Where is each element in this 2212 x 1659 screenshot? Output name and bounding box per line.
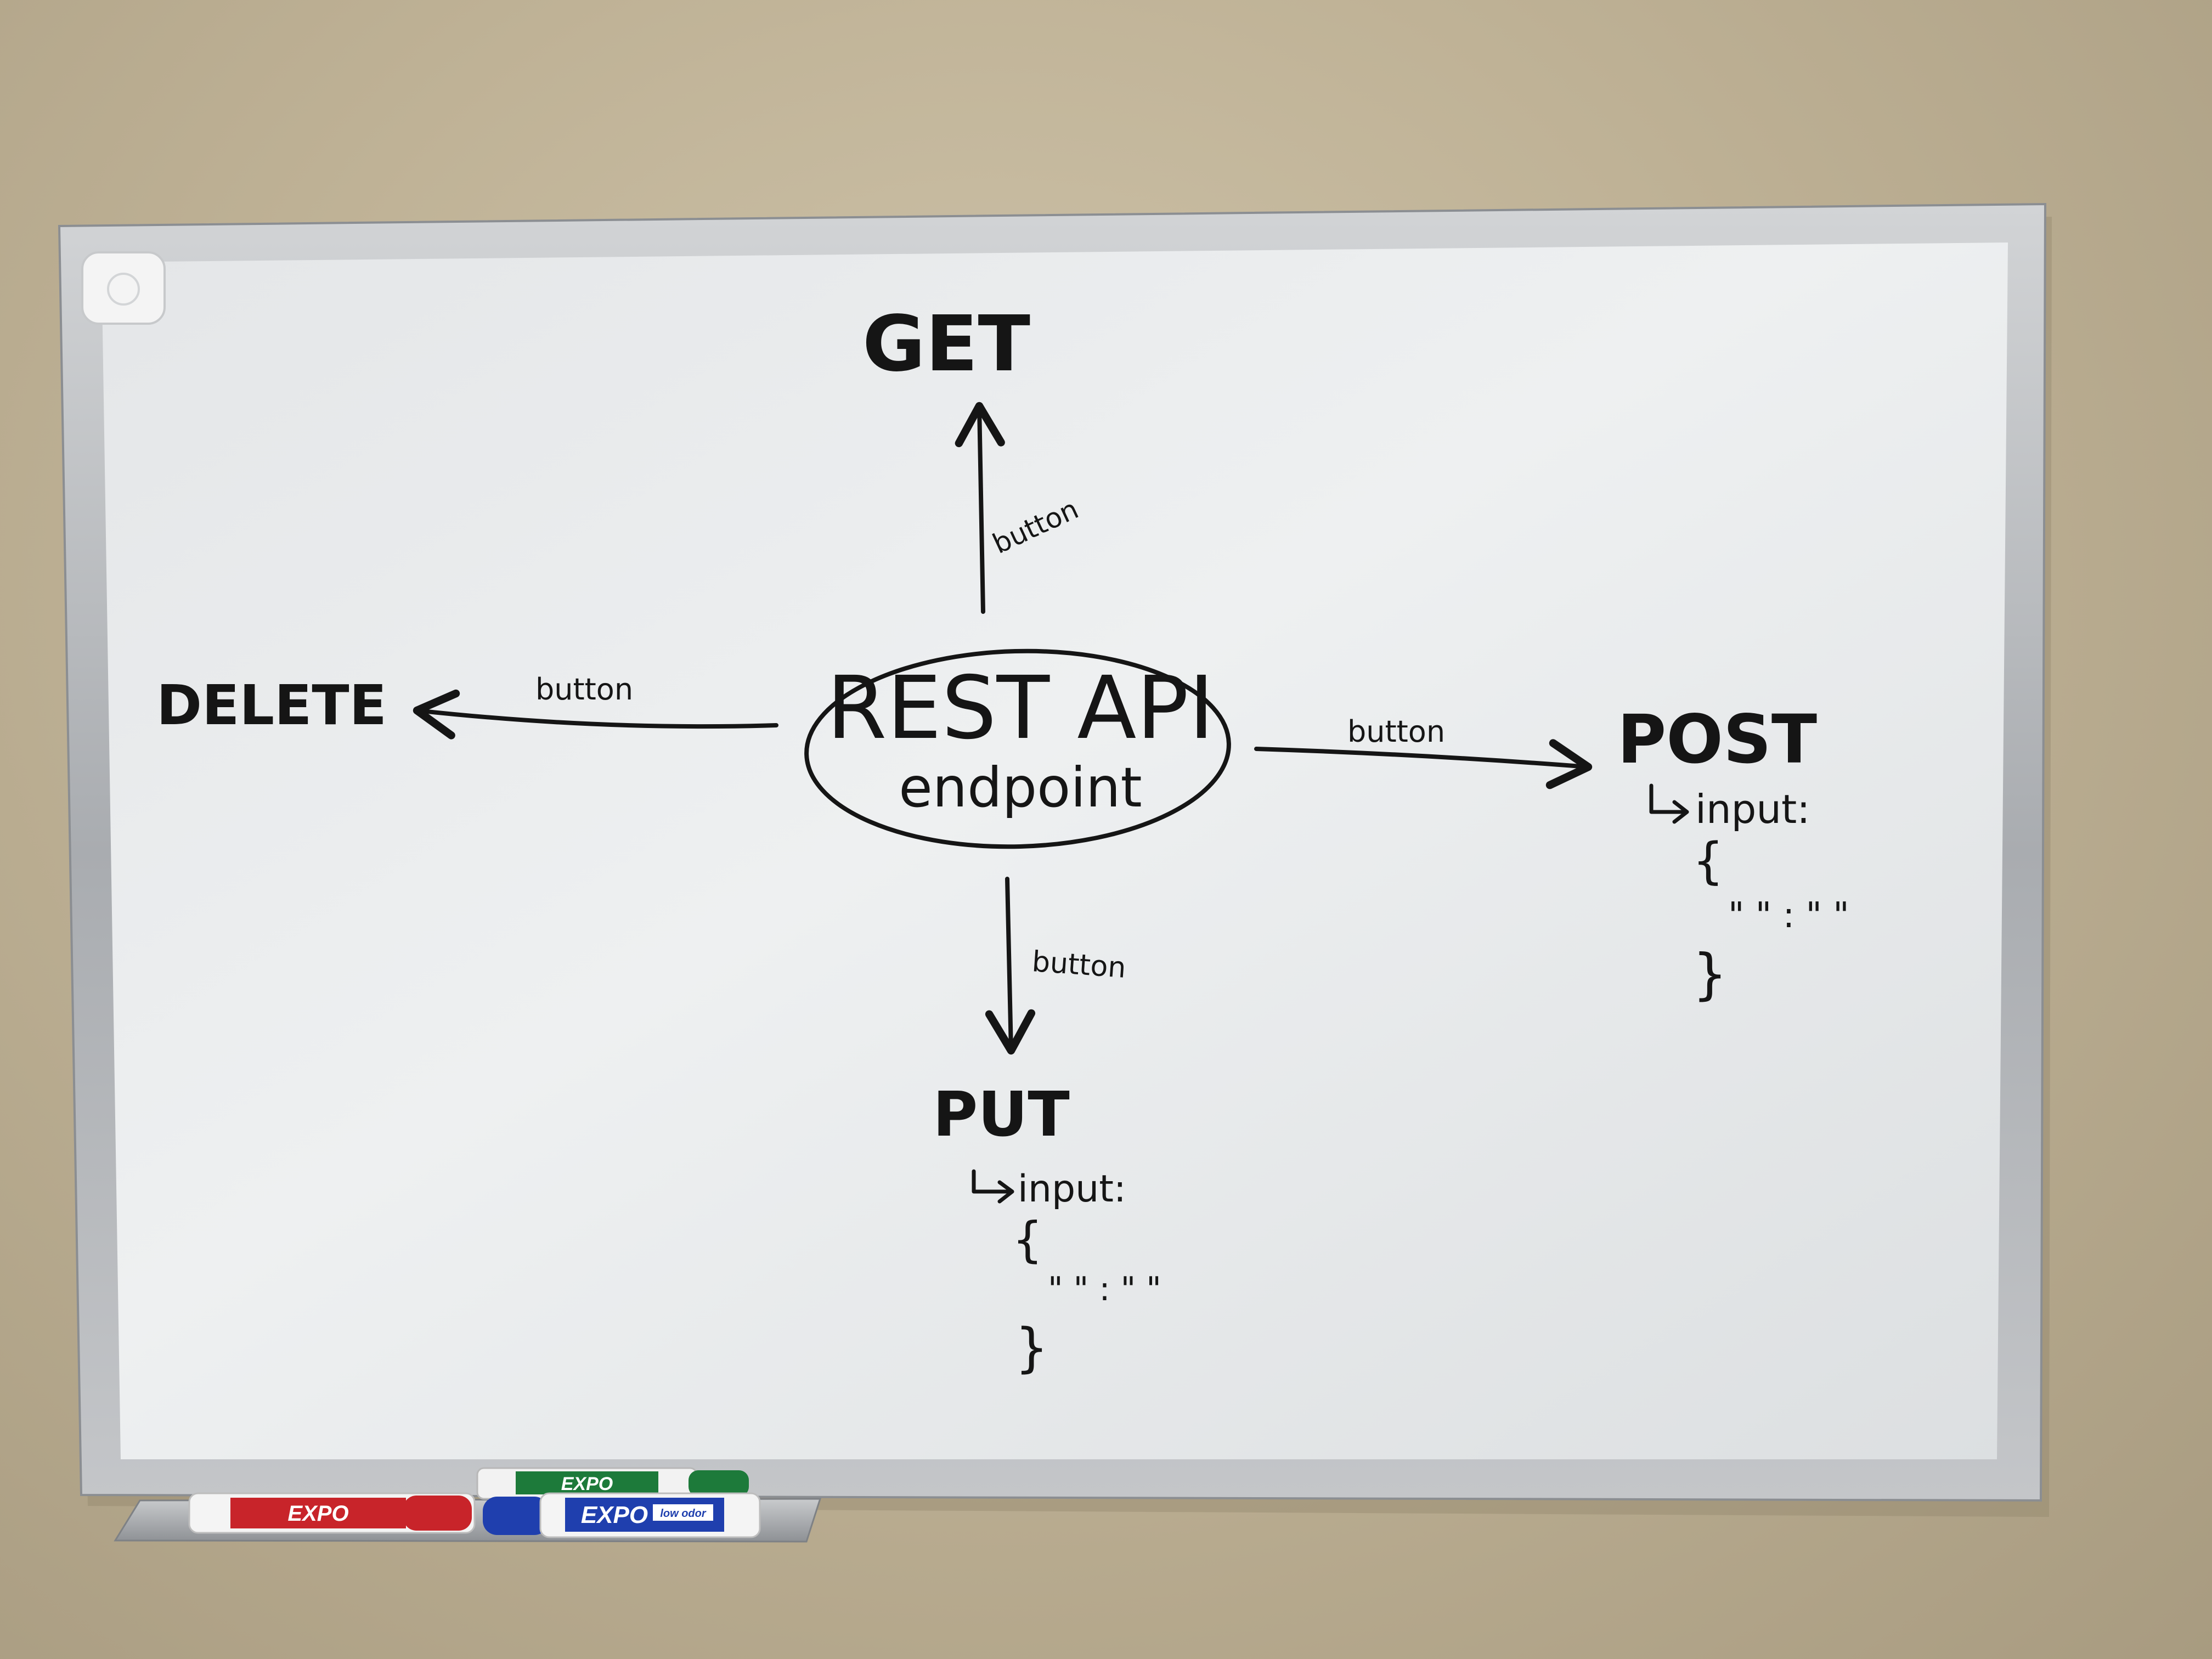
- marker-green-brand: EXPO: [561, 1474, 613, 1494]
- delete-method-label: DELETE: [156, 673, 387, 737]
- center-node-subtitle: endpoint: [899, 755, 1142, 820]
- put-edge-label: button: [1031, 945, 1127, 985]
- post-input-hook-icon: [1649, 783, 1689, 824]
- marker-blue-tagline-box: [653, 1504, 713, 1521]
- put-input-hook-icon: [972, 1169, 1014, 1204]
- marker-blue-cap: [483, 1497, 549, 1535]
- marker-blue-tagline: low odor: [660, 1508, 707, 1520]
- post-body-text: " " : " ": [1728, 895, 1849, 936]
- corner-bumper: [81, 251, 166, 325]
- corner-bumper-logo-icon: [107, 273, 140, 306]
- marker-blue[interactable]: EXPO low odor: [483, 1492, 761, 1538]
- marker-red-cap: [403, 1496, 472, 1531]
- put-brace-close: }: [1015, 1317, 1048, 1379]
- put-branch: button PUT input: { " " : " " }: [933, 877, 1161, 1379]
- center-node-title: REST API: [827, 658, 1215, 759]
- marker-green-cap: [689, 1470, 749, 1497]
- marker-blue-brand: EXPO: [581, 1502, 648, 1528]
- post-arrow: [1254, 739, 1593, 789]
- delete-edge-label: button: [535, 672, 633, 707]
- put-method-label: PUT: [933, 1079, 1069, 1150]
- get-method-label: GET: [862, 300, 1030, 389]
- marker-red[interactable]: EXPO: [188, 1492, 476, 1534]
- marker-green[interactable]: EXPO: [476, 1467, 749, 1500]
- delete-arrow: [413, 689, 778, 740]
- post-edge-label: button: [1347, 714, 1445, 749]
- put-body-text: " " : " ": [1048, 1270, 1161, 1308]
- put-brace-open: {: [1012, 1211, 1043, 1268]
- delete-branch: button DELETE: [156, 672, 778, 740]
- put-input-label: input:: [1018, 1167, 1126, 1211]
- whiteboard-surface: [101, 242, 2008, 1459]
- put-arrow: [985, 877, 1036, 1055]
- center-node: REST API endpoint: [804, 648, 1231, 849]
- post-brace-open: {: [1692, 832, 1724, 890]
- post-method-label: POST: [1617, 701, 1817, 778]
- marker-red-band: [230, 1498, 406, 1528]
- post-brace-close: }: [1692, 942, 1728, 1006]
- center-node-ellipse: [804, 648, 1231, 849]
- get-arrow: [955, 402, 1005, 614]
- post-branch: button POST input: { " " : " " }: [1254, 701, 1849, 1006]
- post-input-label: input:: [1695, 786, 1810, 832]
- marker-green-band: [516, 1471, 658, 1494]
- marker-red-brand: EXPO: [287, 1502, 348, 1526]
